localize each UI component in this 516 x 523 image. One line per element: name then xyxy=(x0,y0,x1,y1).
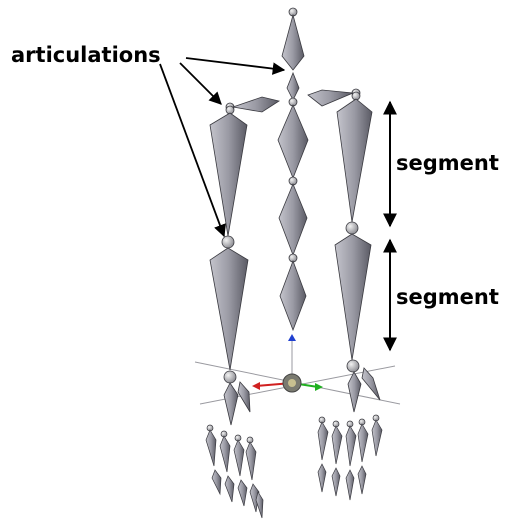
articulations-label: articulations xyxy=(11,43,161,67)
pointer-neck xyxy=(186,58,284,70)
spine xyxy=(278,8,308,330)
bone-thigh-right xyxy=(337,99,372,222)
joint-knee-left xyxy=(222,236,234,248)
segment-label-upper: segment xyxy=(396,151,499,175)
joint-ankle-right xyxy=(347,360,359,372)
origin-gizmo xyxy=(252,334,323,392)
bone-shin-right xyxy=(335,234,371,360)
pointer-shoulder xyxy=(180,63,221,104)
bone-spine-2 xyxy=(278,105,308,178)
joint-ankle-left xyxy=(224,371,236,383)
bone-shoulder-left xyxy=(233,97,279,112)
joint-knee-right xyxy=(346,222,358,234)
digits-left xyxy=(206,425,263,518)
bone-shin-left xyxy=(210,248,248,370)
leg-right xyxy=(335,92,380,412)
digits-right xyxy=(318,415,382,500)
leg-left xyxy=(210,106,250,425)
bone-spine-3 xyxy=(279,184,307,255)
bone-neck xyxy=(282,15,304,70)
bone-thigh-left xyxy=(210,113,247,236)
bone-shoulder-right xyxy=(308,90,353,106)
bone-spine-4 xyxy=(280,261,306,330)
bone-spine-1 xyxy=(287,73,299,100)
segment-label-lower: segment xyxy=(396,285,499,309)
